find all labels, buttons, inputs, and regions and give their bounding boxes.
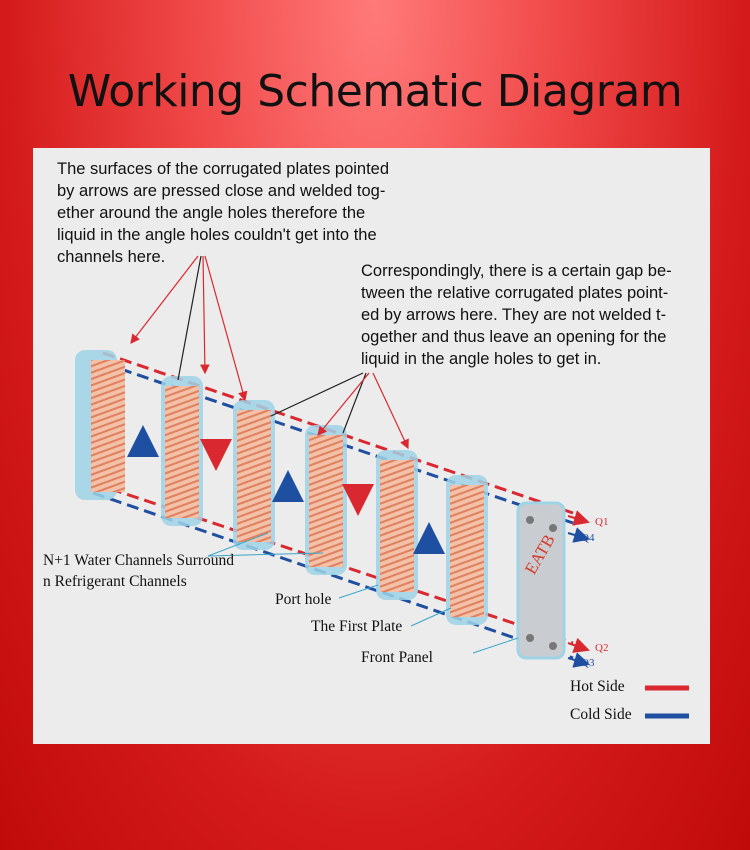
channels-label-1: N+1 Water Channels Surround — [43, 552, 235, 569]
channels-label-2: n Refrigerant Channels — [43, 573, 187, 590]
label-pointers — [207, 532, 519, 654]
gap-note-line: ogether and thus leave an opening for th… — [361, 328, 667, 346]
plate-4 — [376, 450, 418, 600]
gap-note-line: tween the relative corrugated plates poi… — [361, 284, 669, 302]
legend-hot-label: Hot Side — [570, 678, 625, 695]
plate-2 — [233, 400, 275, 550]
front-panel-plate — [516, 501, 566, 660]
plate-0 — [75, 350, 125, 500]
welded-note-line: liquid in the angle holes couldn't get i… — [57, 226, 377, 244]
welded-note-line: ether around the angle holes therefore t… — [57, 204, 366, 222]
port-q3: Q3 — [581, 657, 595, 669]
welded-note-line: channels here. — [57, 248, 166, 266]
port-arrows — [567, 510, 590, 668]
welded-note-line: The surfaces of the corrugated plates po… — [57, 160, 390, 178]
diagram-panel: The surfaces of the corrugated plates po… — [33, 148, 710, 744]
plate-5 — [446, 475, 488, 625]
gap-note-line: Correspondingly, there is a certain gap … — [361, 262, 672, 280]
exchanger-diagram — [75, 255, 689, 719]
page-title: Working Schematic Diagram — [67, 66, 683, 117]
port-hole-label: Port hole — [275, 591, 332, 608]
port-q1: Q1 — [595, 516, 609, 528]
port-q2: Q2 — [595, 642, 609, 654]
port-q4: Q4 — [581, 532, 595, 544]
gap-note: Correspondingly, there is a certain gap … — [361, 260, 706, 370]
gap-leader-arrows — [270, 372, 409, 450]
first-plate-label: The First Plate — [311, 618, 403, 635]
welded-note-line: by arrows are pressed close and welded t… — [57, 182, 386, 200]
gap-note-line: ed by arrows here. They are not welded t… — [361, 306, 667, 324]
flow-arrows — [127, 425, 445, 554]
legend-cold-label: Cold Side — [570, 706, 632, 723]
gap-note-line: liquid in the angle holes to get in. — [361, 350, 602, 368]
front-panel-label: Front Panel — [361, 649, 433, 666]
welded-leader-arrows — [130, 255, 248, 402]
plate-3 — [305, 425, 347, 575]
plate-1 — [161, 376, 203, 526]
welded-note: The surfaces of the corrugated plates po… — [57, 158, 427, 268]
